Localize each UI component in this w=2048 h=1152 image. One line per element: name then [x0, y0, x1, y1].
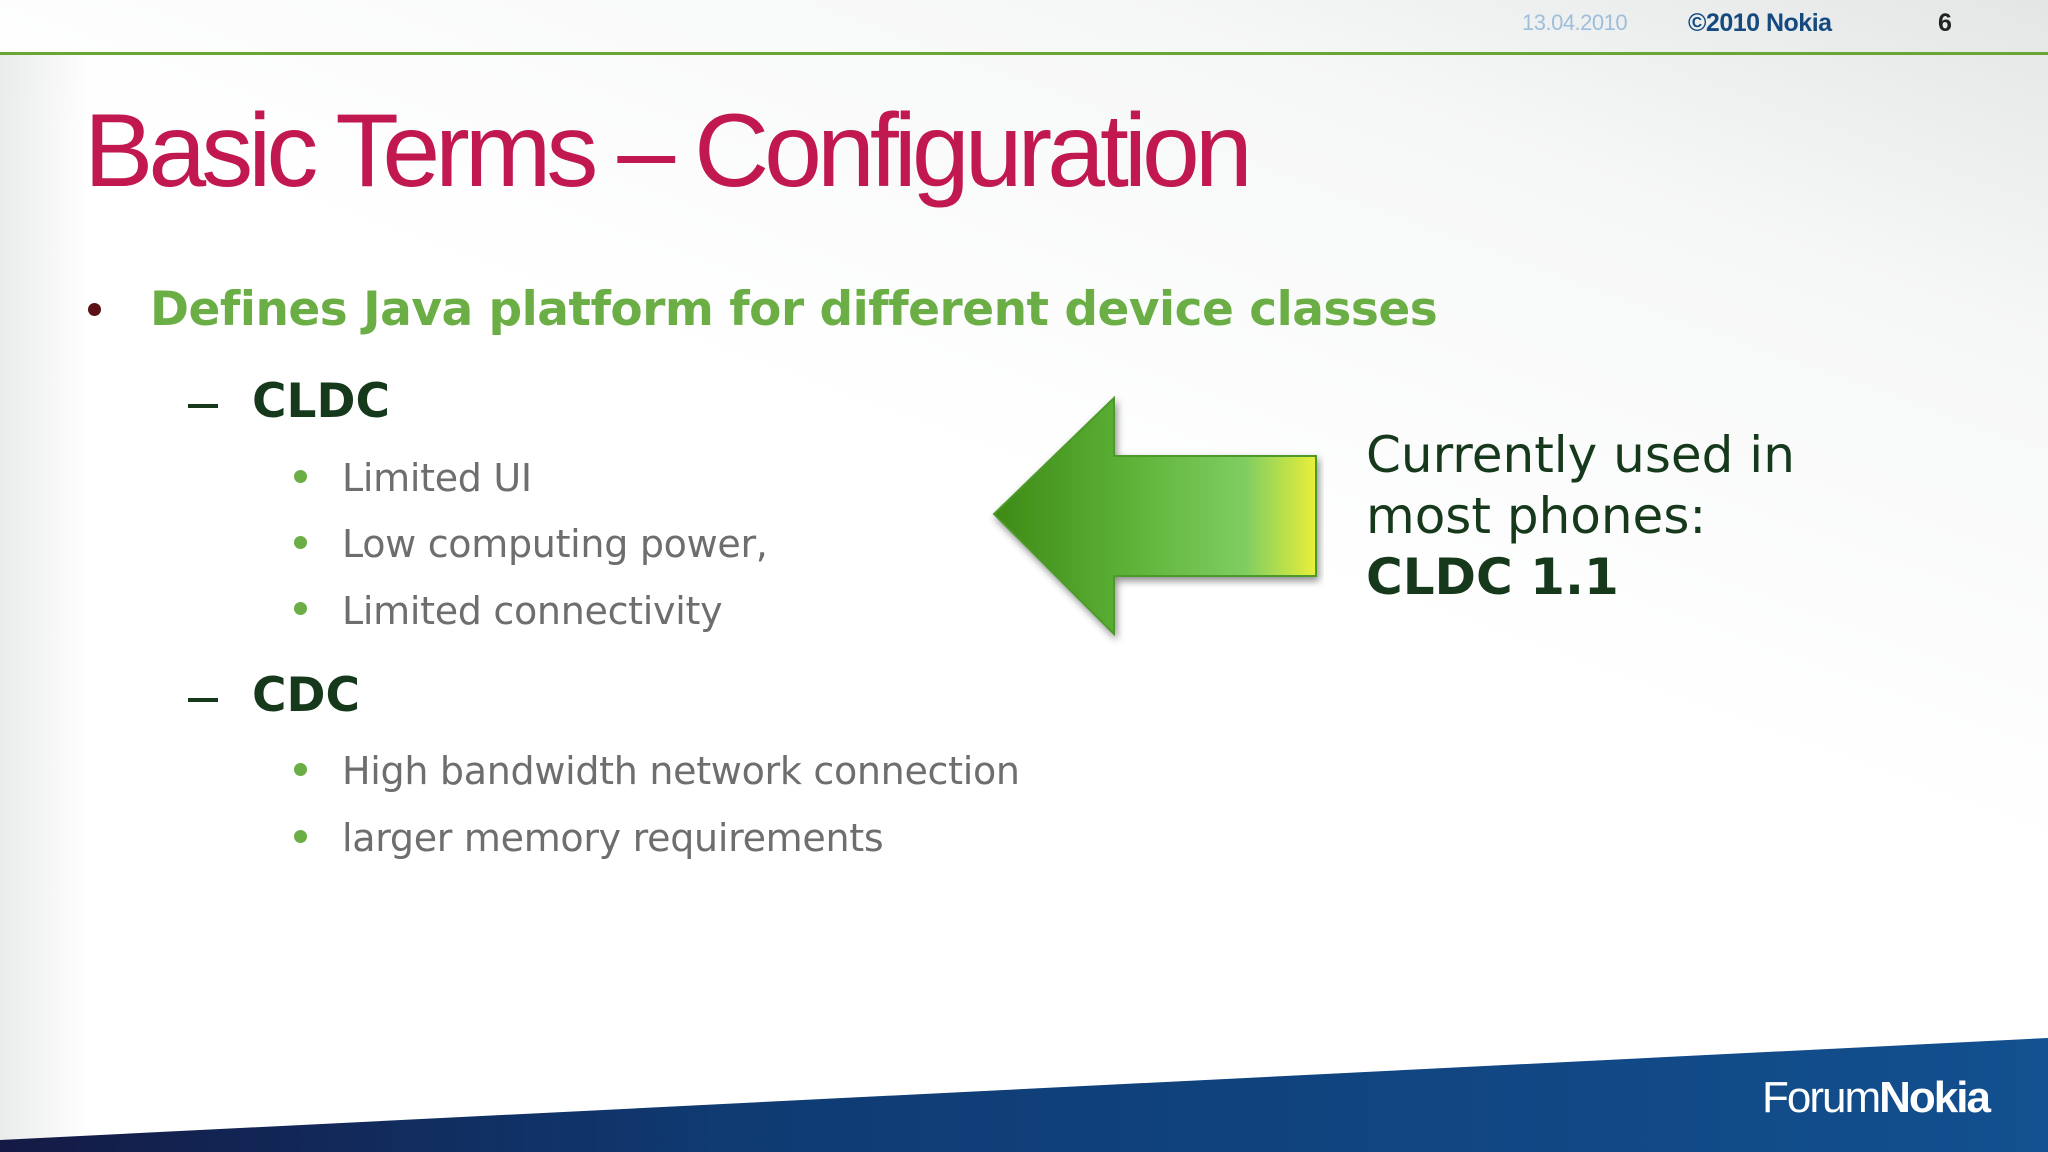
dash-icon: [188, 698, 218, 702]
callout-line: Currently used in: [1366, 426, 1795, 484]
page-number: 6: [1938, 9, 1952, 37]
bullet-dot-icon: [294, 602, 307, 615]
callout-text: Currently used in most phones: CLDC 1.1: [1366, 425, 1795, 608]
bullet-dot-icon: [294, 763, 307, 776]
header-copyright: ©2010 Nokia: [1688, 9, 1832, 37]
bullet-dot-icon: [88, 303, 101, 316]
group-heading-cldc: CLDC: [252, 374, 390, 429]
brand-nokia: Nokia: [1879, 1073, 1991, 1122]
header-divider: [0, 52, 2048, 55]
bullet-dot-icon: [294, 536, 307, 549]
list-item: Limited connectivity: [342, 589, 723, 633]
bullet-dot-icon: [294, 470, 307, 483]
callout-highlight: CLDC 1.1: [1366, 548, 1619, 606]
list-item: High bandwidth network connection: [342, 749, 1020, 793]
green-left-arrow-icon: [992, 395, 1317, 637]
dash-icon: [188, 404, 218, 408]
main-bullet: Defines Java platform for different devi…: [150, 282, 1438, 337]
group-heading-cdc: CDC: [252, 668, 360, 723]
footer-band: [0, 1038, 2048, 1152]
brand-forum: Forum: [1762, 1073, 1881, 1122]
list-item: Limited UI: [342, 456, 532, 500]
side-shade: [0, 54, 90, 1152]
forum-nokia-logo: ForumNokia: [1762, 1073, 1991, 1123]
callout-line: most phones:: [1366, 487, 1707, 545]
bullet-dot-icon: [294, 830, 307, 843]
header-date: 13.04.2010: [1522, 10, 1628, 35]
list-item: Low computing power,: [342, 522, 768, 566]
slide-title: Basic Terms – Configuration: [84, 93, 1253, 209]
list-item: larger memory requirements: [342, 816, 884, 860]
